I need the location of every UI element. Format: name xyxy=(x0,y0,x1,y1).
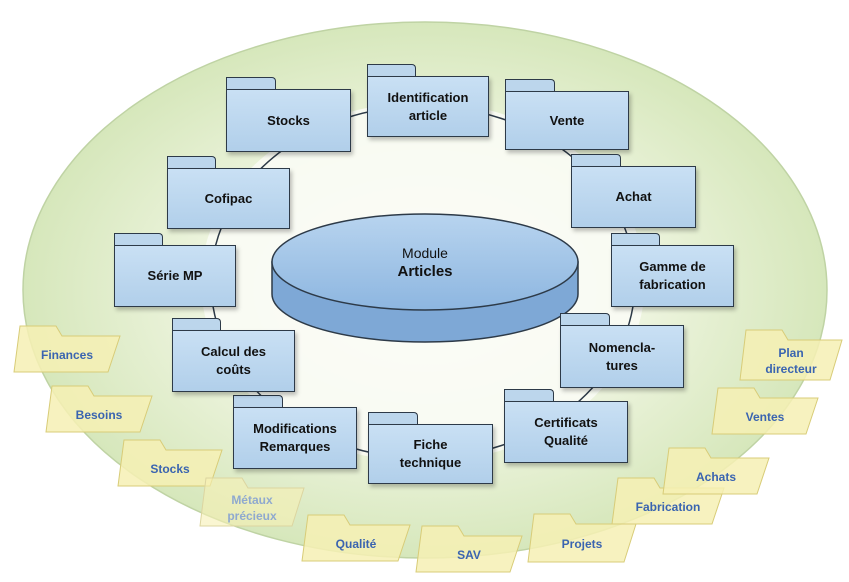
folder-tab xyxy=(114,233,163,247)
folder-tab xyxy=(367,64,416,78)
outer-folder-label: Achats xyxy=(695,470,736,485)
disk-top xyxy=(271,213,579,311)
module-label: Fiche technique xyxy=(368,424,493,484)
folder-tab xyxy=(560,313,610,327)
outer-folder-label: SAV xyxy=(457,548,481,563)
folder-tab xyxy=(233,395,283,409)
outer-folder-label: Qualité xyxy=(335,537,377,552)
module-folder-stocks[interactable]: Stocks xyxy=(226,77,351,152)
folder-tab xyxy=(167,156,217,170)
folder-shape xyxy=(739,329,843,381)
outer-folder-ventes[interactable]: Ventes xyxy=(711,387,819,435)
module-folder-fiche[interactable]: Fiche technique xyxy=(368,412,493,484)
module-folder-gamme[interactable]: Gamme de fabrication xyxy=(611,233,734,307)
outer-folder-label: Projets xyxy=(561,537,603,552)
module-folder-modifications[interactable]: Modifications Remarques xyxy=(233,395,357,469)
module-folder-achat[interactable]: Achat xyxy=(571,154,696,228)
outer-folder-achats[interactable]: Achats xyxy=(662,447,770,495)
folder-tab xyxy=(504,389,554,403)
module-label: Calcul des coûts xyxy=(172,330,295,392)
module-label: Identification article xyxy=(367,76,489,137)
module-label: Stocks xyxy=(226,89,351,152)
module-label: Gamme de fabrication xyxy=(611,245,734,307)
outer-folder-besoins[interactable]: Besoins xyxy=(45,385,153,433)
folder-tab xyxy=(505,79,555,93)
folder-shape xyxy=(711,387,819,435)
module-label: Achat xyxy=(571,166,696,228)
folder-shape xyxy=(117,439,223,487)
module-label: Cofipac xyxy=(167,168,290,229)
module-label: Modifications Remarques xyxy=(233,407,357,469)
folder-tab xyxy=(172,318,222,332)
outer-folder-label: Ventes xyxy=(745,410,785,425)
folder-shape xyxy=(662,447,770,495)
folder-tab xyxy=(368,412,418,426)
outer-folder-qualite[interactable]: Qualité xyxy=(301,514,411,562)
outer-folder-label: Fabrication xyxy=(635,500,701,515)
outer-folder-plan[interactable]: Plan directeur xyxy=(739,329,843,381)
module-label: Série MP xyxy=(114,245,236,307)
folder-shape xyxy=(13,325,121,373)
folder-shape xyxy=(45,385,153,433)
outer-folder-label: Stocks xyxy=(150,462,190,477)
module-label: Certificats Qualité xyxy=(504,401,628,463)
module-folder-nomenclatures[interactable]: Nomencla- tures xyxy=(560,313,684,388)
outer-folder-metaux[interactable]: Métaux précieux xyxy=(199,477,305,527)
folder-shape xyxy=(301,514,411,562)
outer-folder-label: Plan directeur xyxy=(765,346,817,376)
outer-folder-projets[interactable]: Projets xyxy=(527,513,637,563)
module-folder-cofipac[interactable]: Cofipac xyxy=(167,156,290,229)
outer-folder-stocks[interactable]: Stocks xyxy=(117,439,223,487)
outer-folder-finances[interactable]: Finances xyxy=(13,325,121,373)
module-label: Nomencla- tures xyxy=(560,325,684,388)
module-folder-identification[interactable]: Identification article xyxy=(367,64,489,137)
outer-folder-label: Métaux précieux xyxy=(227,493,277,523)
folder-shape xyxy=(415,525,523,573)
folder-tab xyxy=(571,154,621,168)
module-folder-certificats[interactable]: Certificats Qualité xyxy=(504,389,628,463)
folder-tab xyxy=(226,77,276,91)
module-title: Module xyxy=(402,245,448,261)
module-folder-calcul[interactable]: Calcul des coûts xyxy=(172,318,295,392)
outer-folder-label: Finances xyxy=(40,348,94,363)
folder-shape xyxy=(199,477,305,527)
folder-tab xyxy=(611,233,661,247)
module-subtitle: Articles xyxy=(397,263,453,280)
module-label: Vente xyxy=(505,91,629,150)
outer-folder-label: Besoins xyxy=(75,408,123,423)
outer-folder-sav[interactable]: SAV xyxy=(415,525,523,573)
module-folder-serie[interactable]: Série MP xyxy=(114,233,236,307)
module-folder-vente[interactable]: Vente xyxy=(505,79,629,150)
